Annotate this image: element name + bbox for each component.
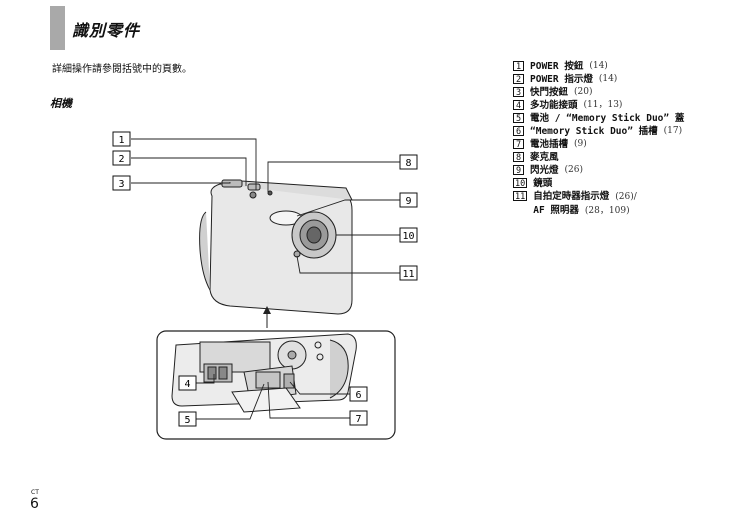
label-8: 8 [399,154,418,170]
svg-text:7: 7 [355,414,361,425]
callout-lines-top [131,138,400,274]
camera-back-illustration [171,333,357,413]
svg-text:9: 9 [405,196,411,207]
label-6: 6 [349,386,368,402]
language-code: CT [31,489,39,496]
bottom-view-frame [156,330,396,440]
svg-text:6: 6 [355,390,361,401]
label-5: 5 [178,411,197,427]
label-3: 3 [112,175,131,191]
svg-text:2: 2 [118,154,124,165]
intro-text: 詳細操作請參閱括號中的頁數。 [52,64,192,75]
svg-text:8: 8 [405,158,411,169]
svg-text:10: 10 [402,231,414,242]
diagram-labels: 1 2 3 8 9 10 11 4 5 6 7 [112,131,418,427]
label-1: 1 [112,131,131,147]
camera-front-illustration [199,179,353,315]
label-4: 4 [178,375,197,391]
label-11: 11 [399,265,418,281]
callout-lines-bottom [196,374,350,420]
arrow-up [263,306,271,328]
label-9: 9 [399,192,418,208]
svg-text:5: 5 [184,415,190,426]
page-number: 6 [30,496,39,512]
label-2: 2 [112,150,131,166]
label-7: 7 [349,410,368,426]
label-10: 10 [399,227,418,243]
list-item: 11 自拍定時器指示燈(26)/ AF 照明器(28，109) [513,191,637,216]
svg-text:11: 11 [402,269,414,280]
section-heading: 相機 [50,97,72,110]
svg-text:3: 3 [118,179,124,190]
title-accent-bar [50,6,65,50]
list-item: 6“Memory Stick Duo” 插槽(17) [513,125,690,138]
svg-text:1: 1 [118,135,124,146]
svg-text:4: 4 [184,379,190,390]
page-title: 識別零件 [72,21,141,40]
